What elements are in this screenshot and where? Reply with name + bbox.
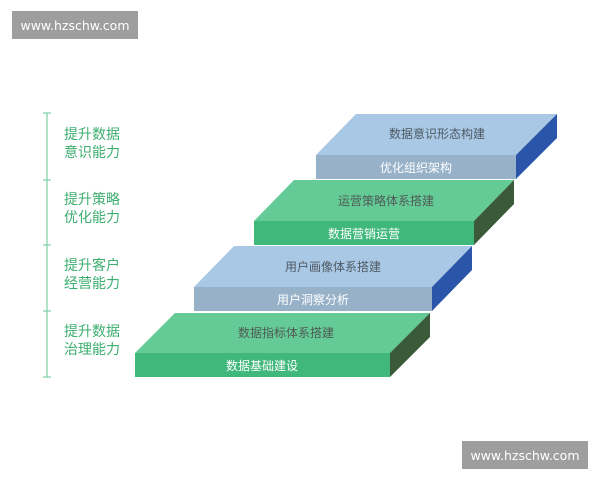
level-label-line: 提升客户 bbox=[64, 257, 120, 274]
step-2: 运营策略体系搭建 数据营销运营 bbox=[254, 180, 514, 245]
level-label-line: 优化能力 bbox=[64, 210, 120, 226]
step-top-text: 数据指标体系搭建 bbox=[238, 325, 334, 340]
step-side-face bbox=[390, 313, 430, 377]
step-front-face bbox=[316, 155, 516, 179]
step-top-text: 用户画像体系搭建 bbox=[285, 259, 381, 274]
level-label-line: 经营能力 bbox=[64, 276, 120, 292]
step-top-text: 数据意识形态构建 bbox=[389, 126, 485, 141]
step-3: 用户画像体系搭建 用户洞察分析 bbox=[194, 246, 472, 311]
step-side-face bbox=[432, 246, 472, 311]
step-front-face bbox=[194, 287, 432, 311]
step-1: 数据意识形态构建 优化组织架构 bbox=[316, 114, 557, 179]
step-4: 数据指标体系搭建 数据基础建设 bbox=[135, 313, 430, 377]
step-front-text: 用户洞察分析 bbox=[277, 292, 349, 307]
step-top-text: 运营策略体系搭建 bbox=[338, 193, 434, 208]
step-front-text: 优化组织架构 bbox=[380, 160, 452, 175]
level-label-3: 提升客户 经营能力 bbox=[64, 257, 120, 292]
level-label-line: 意识能力 bbox=[64, 144, 120, 161]
level-label-2: 提升策略 优化能力 bbox=[64, 191, 120, 226]
step-top-face bbox=[254, 180, 514, 221]
level-label-line: 提升数据 bbox=[64, 127, 120, 143]
step-side-face bbox=[516, 114, 557, 179]
level-label-line: 提升数据 bbox=[64, 324, 120, 340]
left-axis bbox=[43, 112, 51, 378]
level-label-1: 提升数据 意识能力 bbox=[64, 127, 120, 161]
step-side-face bbox=[474, 180, 514, 245]
level-label-line: 提升策略 bbox=[64, 191, 120, 208]
watermark-bottom: www.hzschw.com bbox=[462, 441, 588, 469]
step-front-text: 数据营销运营 bbox=[328, 226, 400, 241]
step-top-face bbox=[135, 313, 430, 353]
watermark-top: www.hzschw.com bbox=[12, 11, 138, 39]
step-front-face bbox=[254, 221, 474, 245]
step-front-face bbox=[135, 353, 390, 377]
step-top-face bbox=[316, 114, 557, 155]
level-label-4: 提升数据 治理能力 bbox=[64, 324, 120, 358]
step-top-face bbox=[194, 246, 472, 287]
step-front-text: 数据基础建设 bbox=[226, 358, 298, 373]
level-label-line: 治理能力 bbox=[64, 342, 120, 358]
